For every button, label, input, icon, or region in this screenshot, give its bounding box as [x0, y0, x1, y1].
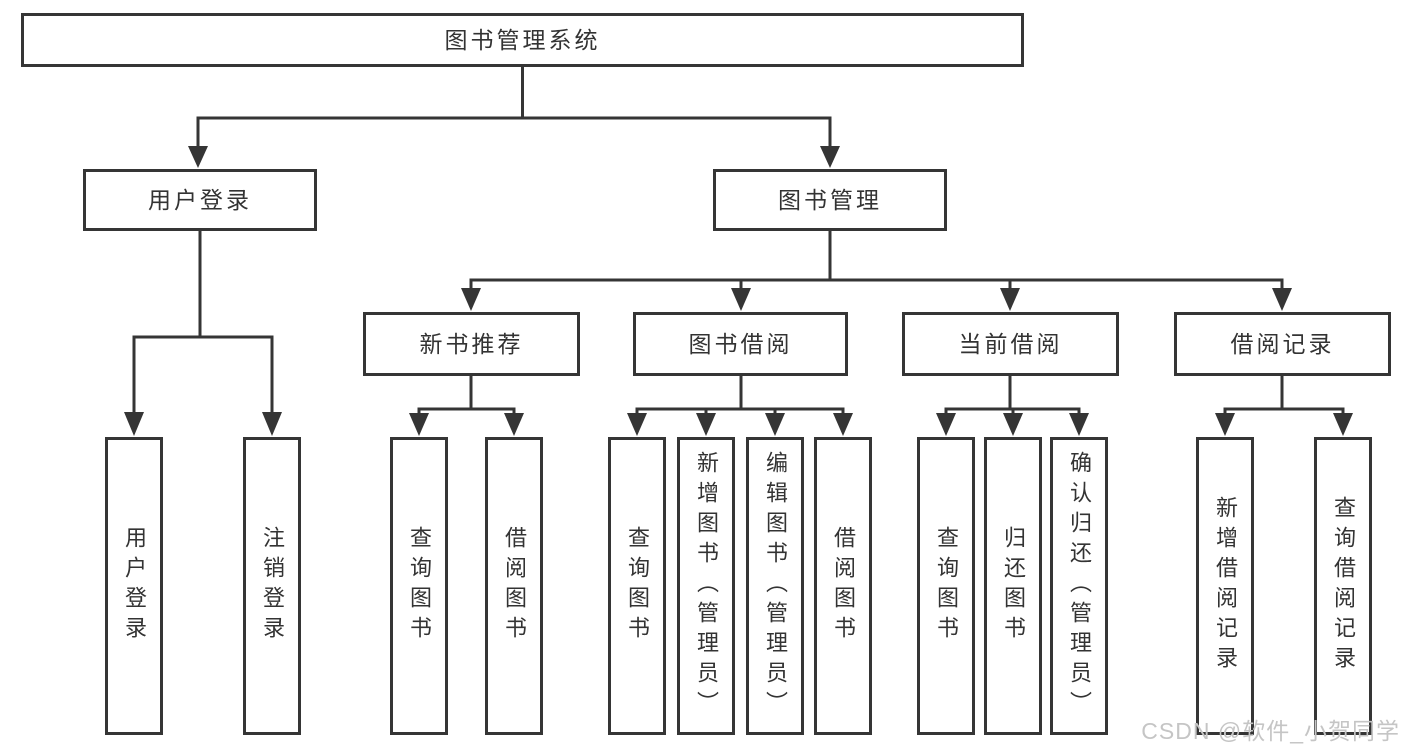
node-leaf-borrow-books-recommend: 借阅图书 — [485, 437, 543, 735]
node-leaf-query-books-recommend: 查询图书 — [390, 437, 448, 735]
node-library-system: 图书管理系统 — [21, 13, 1024, 67]
node-leaf-query-borrow-record: 查询借阅记录 — [1314, 437, 1372, 735]
node-leaf-add-books-admin: 新增图书（管理员） — [677, 437, 735, 735]
node-leaf-borrow-books: 借阅图书 — [814, 437, 872, 735]
node-new-book-recommendation: 新书推荐 — [363, 312, 580, 376]
node-leaf-add-borrow-record: 新增借阅记录 — [1196, 437, 1254, 735]
node-leaf-return-books: 归还图书 — [984, 437, 1042, 735]
node-leaf-confirm-return-admin: 确认归还（管理员） — [1050, 437, 1108, 735]
node-leaf-logout: 注销登录 — [243, 437, 301, 735]
node-leaf-edit-books-admin: 编辑图书（管理员） — [746, 437, 804, 735]
node-book-borrowing: 图书借阅 — [633, 312, 848, 376]
node-leaf-user-login: 用户登录 — [105, 437, 163, 735]
node-leaf-query-books-borrowing: 查询图书 — [608, 437, 666, 735]
node-borrowing-records: 借阅记录 — [1174, 312, 1391, 376]
node-leaf-query-books-current: 查询图书 — [917, 437, 975, 735]
node-book-management-module: 图书管理 — [713, 169, 947, 231]
node-current-borrowing: 当前借阅 — [902, 312, 1119, 376]
node-user-login-module: 用户登录 — [83, 169, 317, 231]
csdn-watermark: CSDN @软件_小贺同学 — [1141, 718, 1400, 744]
arrowheads — [124, 146, 1353, 436]
